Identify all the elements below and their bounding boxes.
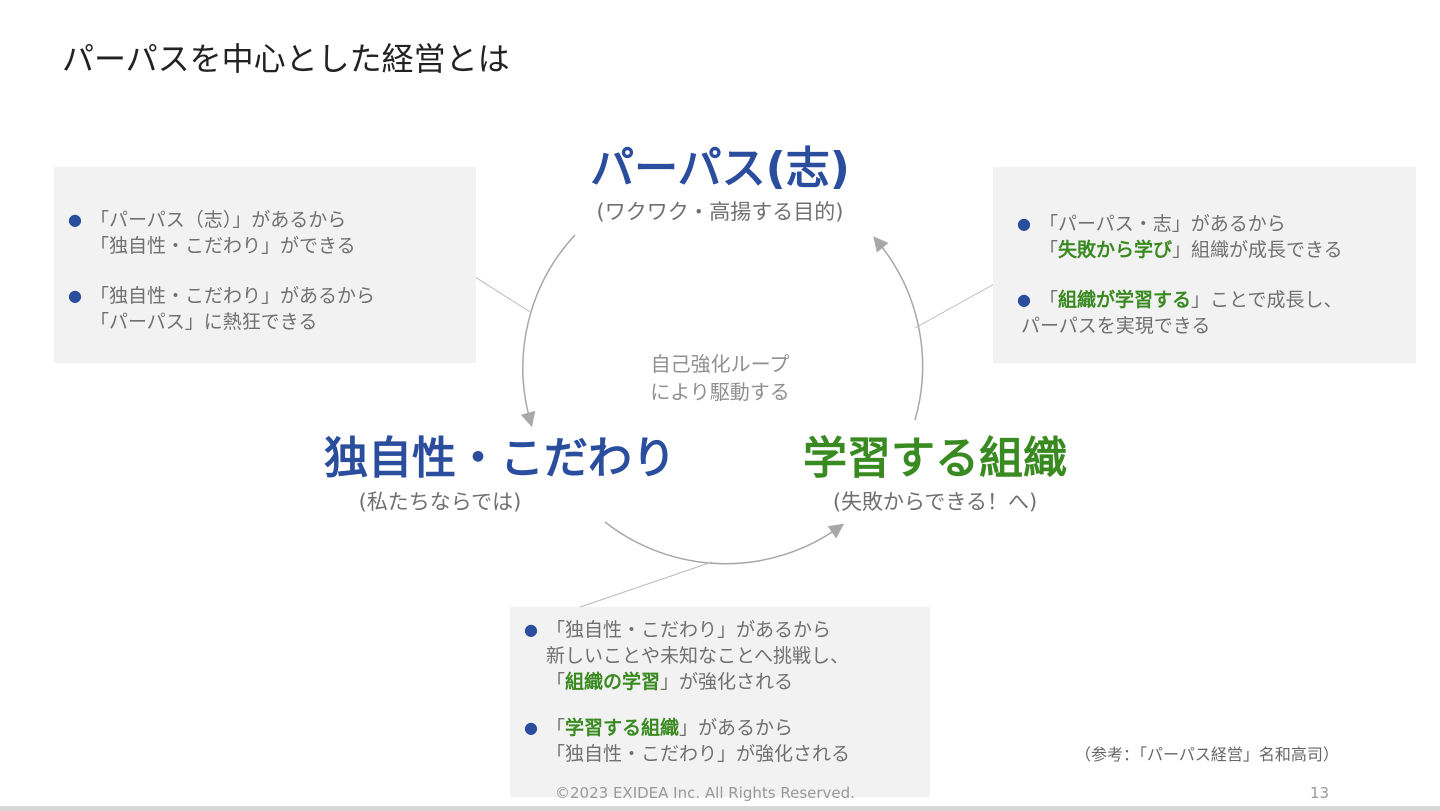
bullet-dot-icon: ● — [68, 286, 82, 305]
bullet: ● 「独自性・こだわり」があるから「パーパス」に熱狂できる — [68, 283, 476, 335]
text: 「パーパス・志」があるから — [1039, 213, 1286, 235]
text: 「パーパス（志）」があるから — [90, 209, 347, 231]
text: 新しいことや未知なことへ挑戦し、 — [546, 645, 850, 667]
node-title: 学習する組織 — [803, 433, 1067, 484]
bullet-dot-icon: ● — [524, 620, 538, 639]
copyright: ©2023 EXIDEA Inc. All Rights Reserved. — [555, 784, 855, 802]
bottom-edge — [0, 806, 1440, 811]
center-line: により駆動する — [650, 380, 790, 404]
arc-purpose-to-uniqueness — [520, 234, 576, 428]
bullet-dot-icon: ● — [1017, 290, 1031, 309]
text: 「組織が学習する」ことで成長し、 — [1039, 289, 1343, 311]
text: 「学習する組織」があるから — [546, 717, 794, 739]
text: 「独自性・こだわり」ができる — [90, 235, 356, 257]
connector-right — [914, 277, 1006, 329]
reference-note: （参考：「パーパス経営」名和高司） — [1075, 745, 1339, 764]
node-subtitle: (私たちならでは) — [358, 490, 522, 514]
node-subtitle: (ワクワク・高揚する目的) — [596, 200, 844, 224]
arc-learning-to-purpose — [873, 236, 924, 421]
bullet: ● 「パーパス・志」があるから「失敗から学び」組織が成長できる — [1017, 211, 1416, 263]
text: パーパスを実現できる — [1021, 315, 1211, 337]
arc-uniqueness-to-learning — [604, 521, 845, 565]
text: 「独自性・こだわり」があるから — [90, 285, 376, 307]
page-number: 13 — [1310, 784, 1330, 802]
bottom-note-box: ● 「独自性・こだわり」があるから新しいことや未知なことへ挑戦し、「組織の学習」が… — [510, 607, 930, 797]
node-title: 独自性・こだわり — [324, 433, 676, 484]
node-subtitle: (失敗からできる！へ) — [832, 490, 1038, 514]
center-text: 自己強化ループ により駆動する — [620, 350, 820, 406]
center-line: 自己強化ループ — [650, 352, 790, 376]
bullet: ● 「独自性・こだわり」があるから新しいことや未知なことへ挑戦し、「組織の学習」が… — [524, 617, 930, 695]
node-uniqueness: 独自性・こだわり (私たちならでは) — [290, 422, 710, 516]
node-title: パーパス(志) — [590, 143, 850, 194]
node-learning: 学習する組織 (失敗からできる！へ) — [770, 422, 1100, 516]
node-purpose: パーパス(志) (ワクワク・高揚する目的) — [520, 132, 920, 226]
bullet: ● 「パーパス（志）」があるから「独自性・こだわり」ができる — [68, 207, 476, 259]
text: 「失敗から学び」組織が成長できる — [1039, 239, 1343, 261]
text: 「独自性・こだわり」が強化される — [546, 743, 851, 765]
bullet-dot-icon: ● — [1017, 214, 1031, 233]
slide-title: パーパスを中心とした経営とは — [62, 40, 510, 78]
text: 「独自性・こだわり」があるから — [546, 619, 832, 641]
bullet-dot-icon: ● — [524, 718, 538, 737]
bullet: ● 「学習する組織」があるから「独自性・こだわり」が強化される — [524, 715, 930, 767]
bullet: ● 「組織が学習する」ことで成長し、パーパスを実現できる — [1017, 287, 1416, 339]
right-note-box: ● 「パーパス・志」があるから「失敗から学び」組織が成長できる ● 「組織が学習する… — [993, 167, 1416, 363]
text: 「パーパス」に熱狂できる — [90, 311, 318, 333]
text: 「組織の学習」が強化される — [546, 671, 794, 693]
left-note-box: ● 「パーパス（志）」があるから「独自性・こだわり」ができる ● 「独自性・こだわり… — [54, 167, 476, 363]
bullet-dot-icon: ● — [68, 210, 82, 229]
